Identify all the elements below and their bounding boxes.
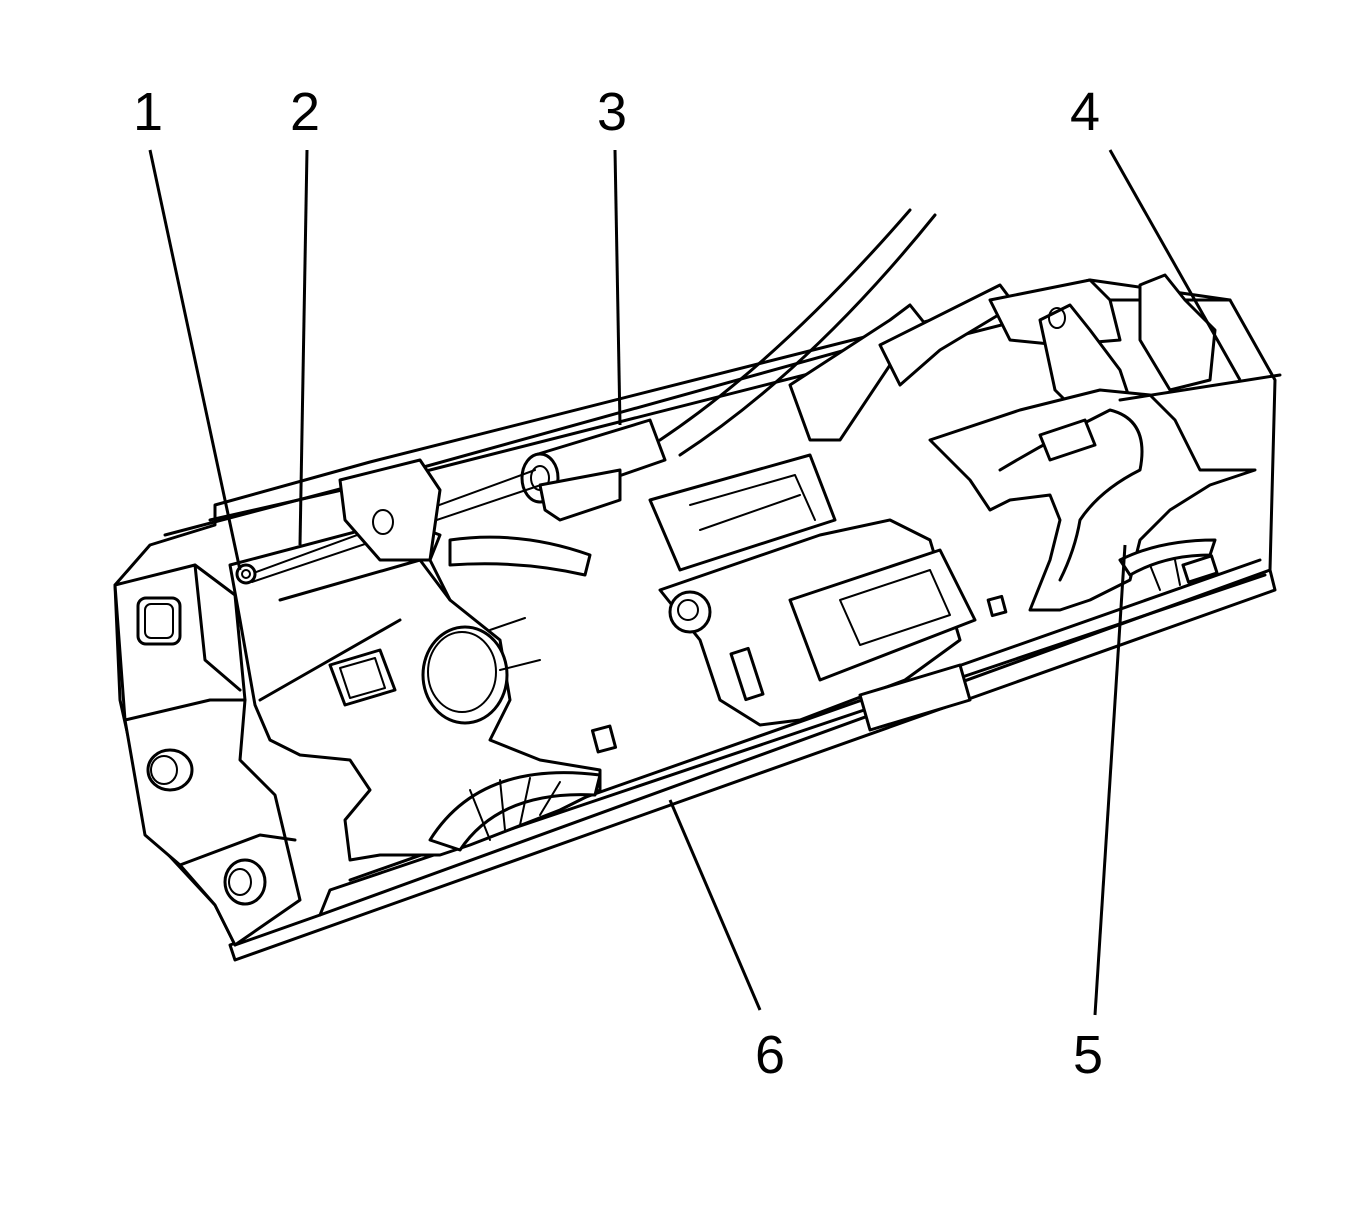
callout-4: 4	[1070, 82, 1100, 142]
leader-6	[668, 799, 762, 1011]
center-connector	[648, 453, 1008, 732]
leader-4	[1108, 149, 1242, 381]
right-control-lever	[788, 273, 1282, 612]
callout-2: 2	[290, 82, 320, 142]
callout-6: 6	[755, 1025, 785, 1085]
callout-labels: 1 2 3 4 5 6	[133, 82, 1103, 1085]
leader-5	[1093, 544, 1127, 1016]
leader-3	[613, 149, 622, 426]
callout-5: 5	[1073, 1025, 1103, 1085]
leader-lines	[148, 149, 1242, 1016]
left-control-lever	[228, 518, 618, 862]
cable-assembly	[235, 208, 937, 585]
leader-2	[298, 149, 309, 546]
callout-3: 3	[597, 82, 627, 142]
callout-1: 1	[133, 82, 163, 142]
leader-1	[148, 149, 242, 571]
